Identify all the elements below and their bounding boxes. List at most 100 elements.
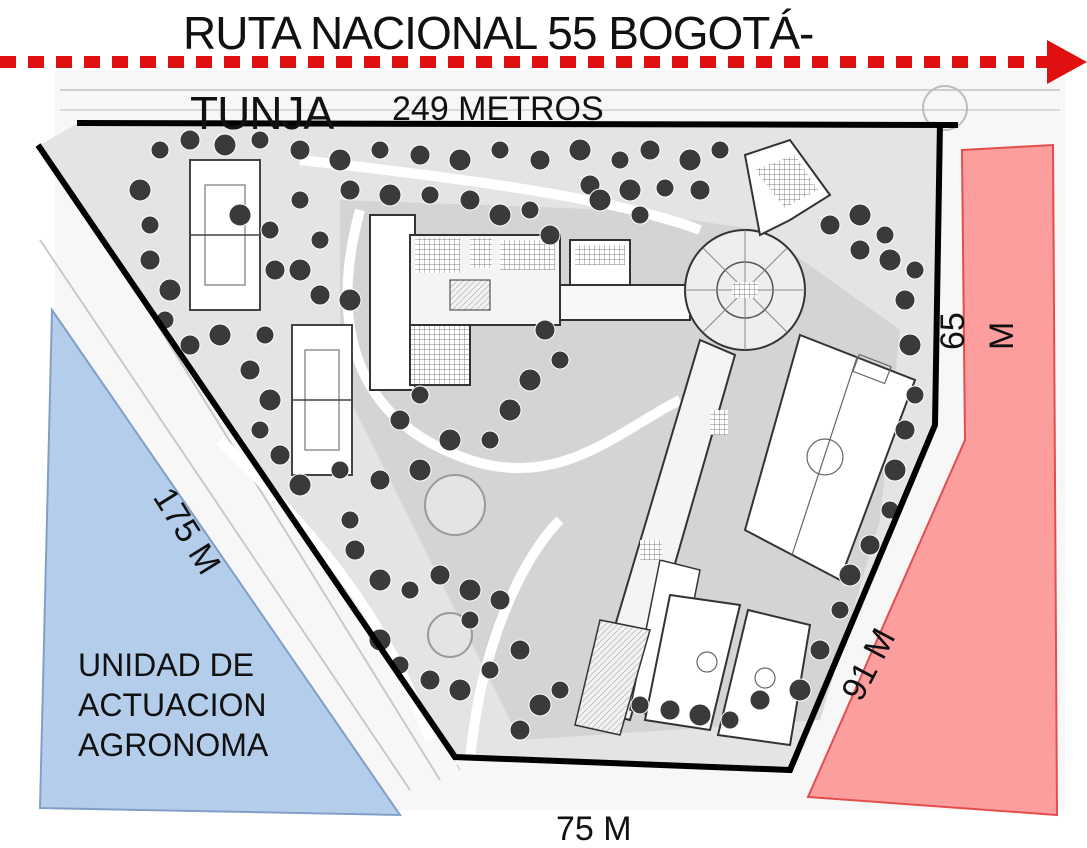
right-dimension-unit: M	[983, 321, 1021, 350]
tree-icon	[610, 150, 630, 170]
site-boundary	[35, 121, 943, 774]
circular-pavilion	[684, 229, 806, 351]
tree-icon	[328, 148, 352, 172]
tree-icon	[255, 325, 275, 345]
tree-icon	[128, 178, 152, 202]
tree-icon	[140, 215, 160, 235]
tree-icon	[618, 178, 642, 202]
tree-icon	[509, 719, 531, 741]
bottom-dimension-label: 75 M	[556, 810, 632, 848]
tree-icon	[655, 178, 675, 198]
tree-icon	[849, 239, 871, 261]
tree-icon	[498, 398, 522, 422]
tree-icon	[269, 444, 291, 466]
zone-label-line: AGRONOMA	[78, 727, 269, 763]
zone-label-line: ACTUACION	[78, 687, 267, 723]
tree-icon	[370, 140, 390, 160]
tree-icon	[788, 678, 812, 702]
tree-icon	[239, 359, 261, 381]
tree-icon	[158, 278, 182, 302]
tree-icon	[309, 284, 331, 306]
agronomy-zone	[38, 306, 402, 817]
tree-icon	[339, 179, 361, 201]
tree-icon	[179, 129, 201, 151]
tree-icon	[480, 430, 500, 450]
tree-icon	[369, 469, 391, 491]
tree-icon	[550, 680, 570, 700]
tree-icon	[529, 149, 551, 171]
tree-icon	[878, 248, 902, 272]
tree-icon	[848, 203, 872, 227]
tree-icon	[534, 319, 556, 341]
tree-icon	[894, 289, 916, 311]
tree-icon	[448, 678, 472, 702]
tree-icon	[420, 185, 440, 205]
tree-icon	[150, 140, 170, 160]
tree-icon	[520, 200, 540, 220]
roundabout-plaza	[424, 474, 486, 536]
tree-icon	[409, 144, 431, 166]
tree-icon	[489, 589, 511, 611]
road-arrow	[0, 40, 1087, 84]
tree-icon	[898, 333, 922, 357]
tree-icon	[400, 580, 420, 600]
tree-icon	[688, 703, 712, 727]
tree-icon	[228, 203, 252, 227]
tree-icon	[528, 693, 552, 717]
tree-icon	[139, 249, 161, 271]
tree-icon	[179, 334, 201, 356]
tree-icon	[710, 140, 730, 160]
tree-icon	[340, 510, 360, 530]
right-dimension-number: 65	[934, 312, 972, 350]
tree-icon	[639, 139, 661, 161]
tree-icon	[809, 639, 831, 661]
tree-icon	[550, 350, 570, 370]
tree-canopy	[128, 129, 925, 741]
tree-icon	[518, 368, 542, 392]
tree-icon	[419, 669, 441, 691]
tree-icon	[288, 258, 312, 282]
grandstand	[743, 138, 832, 237]
tree-icon	[720, 710, 740, 730]
tree-icon	[859, 534, 881, 556]
tree-icon	[290, 190, 310, 210]
tree-icon	[905, 260, 925, 280]
adjacent-zone	[806, 143, 1059, 817]
tree-icon	[250, 130, 270, 150]
tree-icon	[830, 600, 850, 620]
tree-icon	[488, 203, 512, 227]
tree-icon	[260, 220, 280, 240]
tree-icon	[330, 460, 350, 480]
tree-icon	[448, 148, 472, 172]
tree-icon	[894, 419, 916, 441]
tree-icon	[689, 179, 711, 201]
tree-icon	[480, 660, 500, 680]
small-plaza	[427, 612, 473, 658]
tree-icon	[288, 473, 312, 497]
road-title-line2: TUNJA	[190, 87, 334, 139]
top-dimension-label: 249 METROS	[392, 90, 604, 128]
tree-icon	[659, 699, 681, 721]
arrow-head-icon	[1047, 40, 1087, 84]
tree-icon	[258, 388, 282, 412]
tree-icon	[429, 564, 451, 586]
tree-icon	[264, 259, 286, 281]
tree-icon	[389, 409, 411, 431]
tree-icon	[875, 225, 895, 245]
tree-icon	[588, 188, 612, 212]
tree-icon	[408, 458, 432, 482]
agronomy-zone-label: UNIDAD DE ACTUACION AGRONOMA	[78, 645, 268, 765]
tree-icon	[344, 539, 366, 561]
tree-icon	[539, 224, 561, 246]
tree-icon	[458, 578, 482, 602]
tree-icon	[678, 148, 702, 172]
tree-icon	[410, 385, 430, 405]
tree-icon	[630, 205, 650, 225]
tree-icon	[213, 133, 237, 157]
tree-icon	[838, 563, 862, 587]
tree-icon	[568, 138, 592, 162]
top-boundary-line	[76, 120, 959, 128]
tree-icon	[208, 323, 232, 347]
tree-icon	[289, 139, 311, 161]
